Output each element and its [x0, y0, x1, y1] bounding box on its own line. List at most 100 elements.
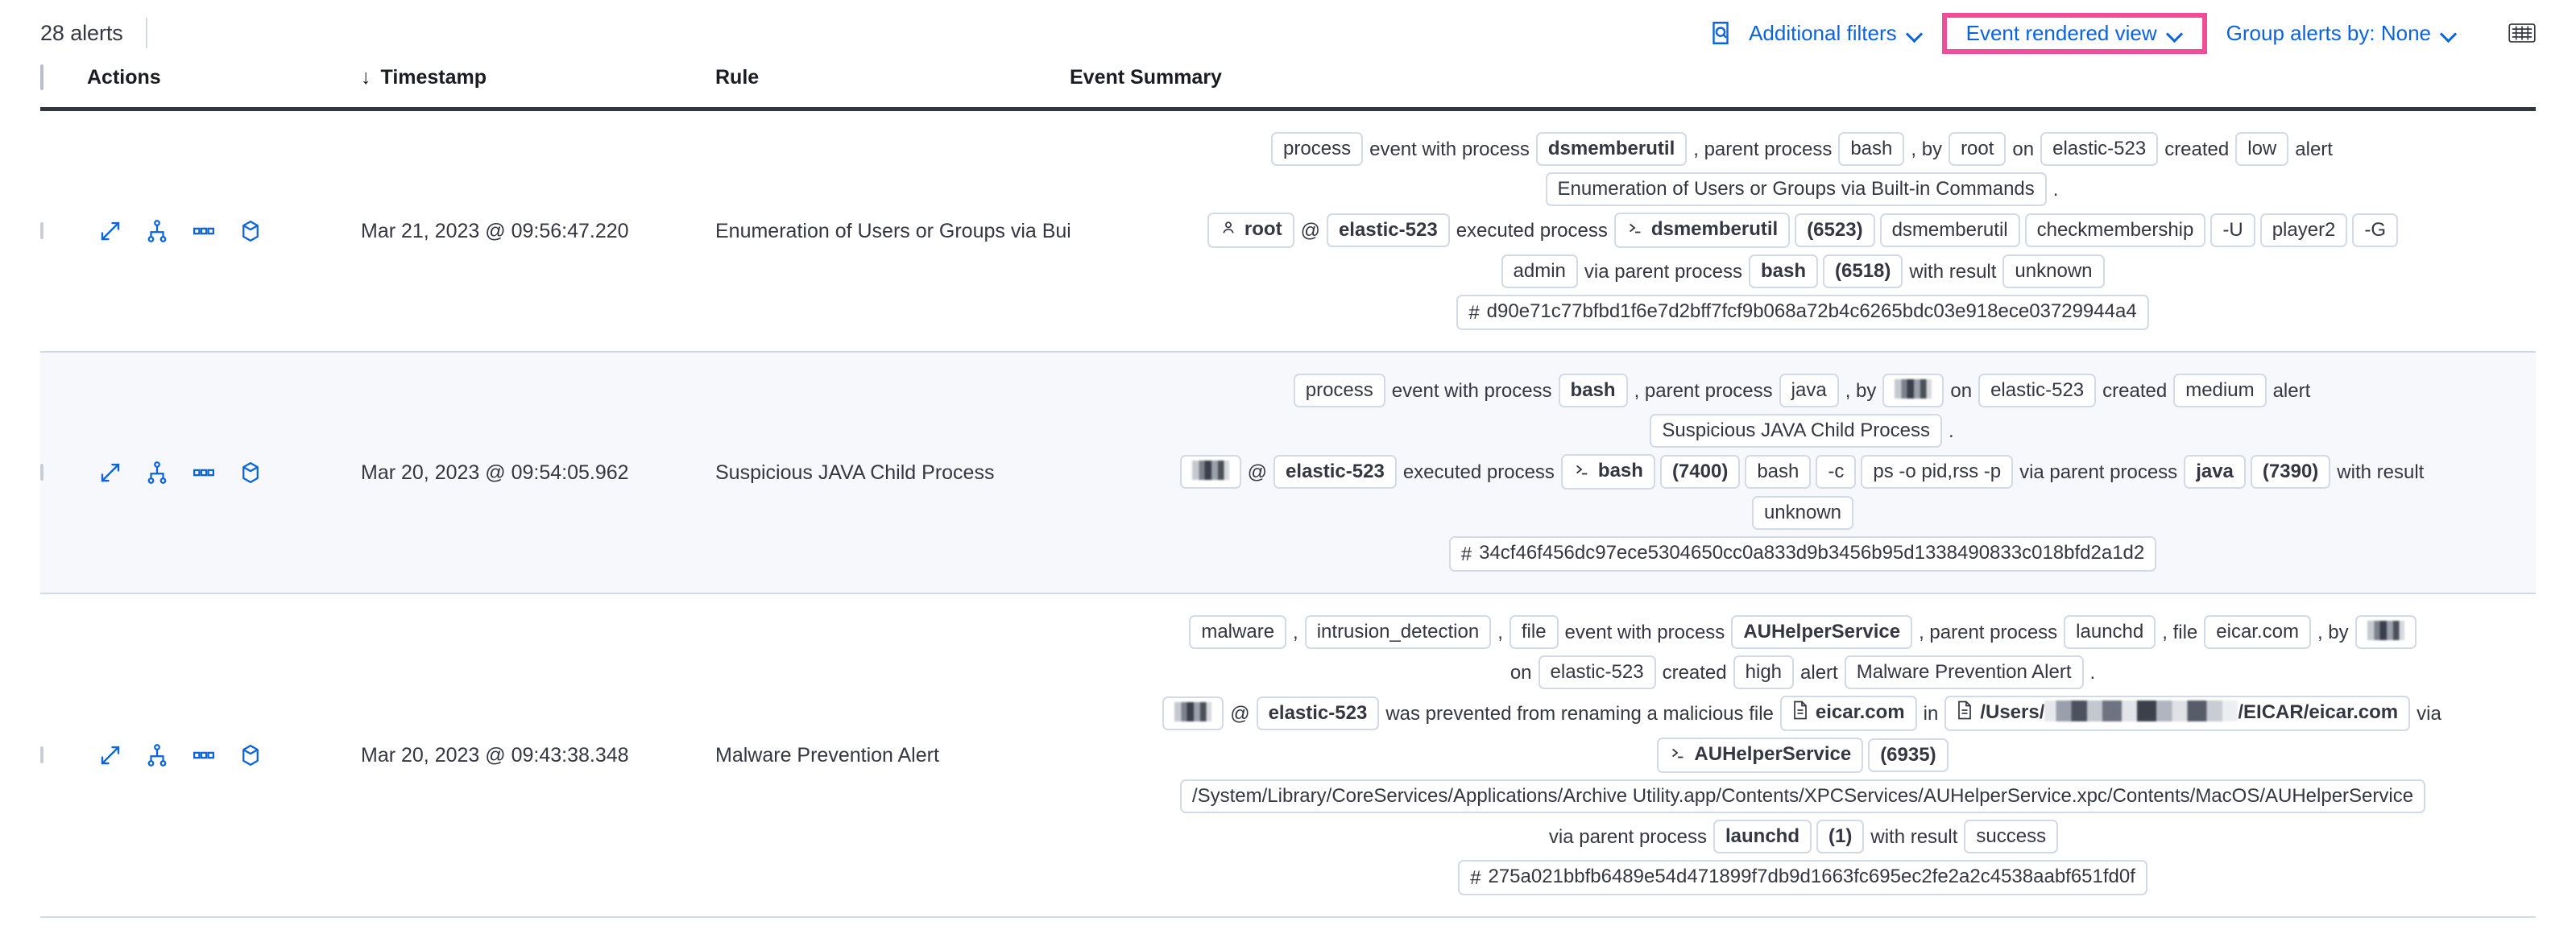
summary-chip[interactable]: -G	[2352, 213, 2399, 247]
summary-chip[interactable]: bash	[1745, 455, 1812, 489]
summary-chip[interactable]: elastic-523	[1274, 455, 1397, 489]
more-actions-icon[interactable]	[180, 219, 227, 243]
summary-chip[interactable]: bash	[1558, 374, 1628, 407]
summary-chip[interactable]: (7400)	[1659, 455, 1741, 489]
summary-chip[interactable]: #34cf46f456dc97ece5304650cc0a833d9b3456b…	[1448, 536, 2157, 572]
summary-chip[interactable]: low	[2235, 132, 2289, 166]
summary-chip[interactable]: elastic-523	[1256, 696, 1380, 730]
summary-chip[interactable]: eicar.com	[2204, 615, 2311, 649]
summary-chip[interactable]	[1162, 696, 1224, 730]
summary-chip[interactable]: launchd	[2064, 615, 2156, 649]
summary-chip[interactable]: elastic-523	[1326, 213, 1450, 247]
more-actions-icon[interactable]	[180, 461, 227, 485]
timestamp-value: Mar 20, 2023 @ 09:43:38.348	[361, 743, 629, 767]
summary-chip[interactable]: java	[1779, 374, 1839, 407]
expand-icon[interactable]	[87, 461, 134, 485]
summary-chip[interactable]: AUHelperService	[1657, 738, 1864, 773]
summary-text: , parent process	[1693, 138, 1833, 160]
rule-name[interactable]: Malware Prevention Alert	[715, 743, 939, 767]
header-select-all	[40, 64, 87, 110]
inspect-icon[interactable]	[1707, 19, 1734, 47]
analyzer-icon[interactable]	[134, 461, 180, 485]
chip-label: elastic-523	[2052, 138, 2147, 159]
summary-chip[interactable]	[1882, 374, 1944, 407]
event-rendered-view-highlight: Event rendered view	[1941, 12, 2207, 54]
summary-chip[interactable]: (6518)	[1823, 254, 1903, 288]
session-view-icon[interactable]	[227, 219, 274, 243]
summary-chip[interactable]: elastic-523	[1538, 655, 1656, 689]
summary-chip[interactable]: (1)	[1816, 820, 1865, 853]
header-rule[interactable]: Rule	[715, 66, 760, 89]
additional-filters-button[interactable]: Additional filters	[1734, 21, 1937, 46]
summary-chip[interactable]: unknown	[2002, 254, 2105, 288]
summary-chip[interactable]: Suspicious JAVA Child Process	[1650, 414, 1942, 448]
header-event-summary[interactable]: Event Summary	[1070, 66, 1222, 89]
analyzer-icon[interactable]	[134, 743, 180, 767]
summary-chip[interactable]: unknown	[1751, 496, 1854, 530]
summary-chip[interactable]: AUHelperService	[1731, 615, 1913, 649]
keyboard-icon[interactable]	[2508, 23, 2536, 43]
summary-chip[interactable]: bash	[1838, 132, 1905, 166]
summary-chip[interactable]: high	[1733, 655, 1795, 689]
summary-chip[interactable]: elastic-523	[2040, 132, 2159, 166]
row-checkbox[interactable]	[40, 464, 43, 481]
chip-label: elastic-523	[1268, 702, 1368, 724]
summary-chip[interactable]: dsmemberutil	[1879, 213, 2020, 247]
summary-chip[interactable]: java	[2184, 455, 2246, 489]
summary-chip[interactable]: /Users//EICAR/eicar.com	[1944, 696, 2411, 731]
event-rendered-view-button[interactable]: Event rendered view	[1952, 21, 2197, 46]
summary-chip[interactable]: /System/Library/CoreServices/Application…	[1179, 779, 2426, 813]
header-timestamp[interactable]: ↓Timestamp	[361, 66, 715, 110]
analyzer-icon[interactable]	[134, 219, 180, 243]
summary-chip[interactable]	[1179, 455, 1241, 489]
summary-chip[interactable]: bash	[1748, 254, 1818, 288]
select-all-checkbox[interactable]	[40, 64, 43, 90]
more-actions-icon[interactable]	[180, 743, 227, 767]
table-row[interactable]: Mar 20, 2023 @ 09:43:38.348 Malware Preve…	[40, 593, 2536, 917]
summary-chip[interactable]: player2	[2259, 213, 2348, 247]
summary-chip[interactable]: dsmemberutil	[1613, 213, 1791, 248]
summary-text: , parent process	[1634, 379, 1773, 402]
summary-chip[interactable]: eicar.com	[1779, 696, 1917, 731]
summary-chip[interactable]: medium	[2173, 374, 2267, 407]
summary-chip[interactable]: (6935)	[1868, 738, 1949, 772]
summary-chip[interactable]: file	[1509, 615, 1559, 649]
summary-chip[interactable]: malware	[1189, 615, 1287, 649]
summary-chip[interactable]: bash	[1560, 454, 1655, 490]
summary-chip[interactable]: intrusion_detection	[1304, 615, 1492, 649]
summary-chip[interactable]: #d90e71c77bfbd1f6e7d2bff7fcf9b068a72b4c6…	[1456, 295, 2149, 330]
summary-chip[interactable]: -c	[1816, 455, 1857, 489]
expand-icon[interactable]	[87, 219, 134, 243]
summary-chip[interactable]: (6523)	[1795, 213, 1875, 247]
summary-chip[interactable]: root	[1207, 213, 1294, 248]
summary-chip[interactable]: process	[1293, 374, 1385, 407]
summary-chip[interactable]	[2354, 615, 2417, 649]
chip-label: /Users/	[1980, 701, 2045, 723]
group-alerts-by-button[interactable]: Group alerts by: None	[2212, 21, 2471, 46]
expand-icon[interactable]	[87, 743, 134, 767]
summary-chip[interactable]: #275a021bbfb6489e54d471899f7db9d1663fc69…	[1458, 860, 2147, 895]
alerts-toolbar: 28 alerts Additional filters Event rende…	[40, 0, 2536, 66]
rule-name[interactable]: Enumeration of Users or Groups via Bui	[715, 219, 1070, 242]
summary-chip[interactable]: launchd	[1713, 820, 1812, 853]
summary-chip[interactable]: Enumeration of Users or Groups via Built…	[1545, 172, 2047, 206]
summary-chip[interactable]: (7390)	[2250, 455, 2331, 489]
session-view-icon[interactable]	[227, 743, 274, 767]
summary-chip[interactable]: Malware Prevention Alert	[1844, 655, 2084, 689]
summary-chip[interactable]: root	[1949, 132, 2007, 166]
row-checkbox[interactable]	[40, 222, 43, 239]
summary-chip[interactable]: process	[1271, 132, 1364, 166]
row-checkbox[interactable]	[40, 746, 43, 763]
session-view-icon[interactable]	[227, 461, 274, 485]
summary-text: , by	[1911, 138, 1943, 160]
summary-chip[interactable]: checkmembership	[2024, 213, 2206, 247]
summary-chip[interactable]: elastic-523	[1978, 374, 2097, 407]
summary-chip[interactable]: dsmemberutil	[1535, 132, 1688, 166]
summary-chip[interactable]: admin	[1501, 254, 1578, 288]
summary-chip[interactable]: ps -o pid,rss -p	[1861, 455, 2014, 489]
rule-name[interactable]: Suspicious JAVA Child Process	[715, 461, 995, 484]
summary-chip[interactable]: -U	[2210, 213, 2255, 247]
summary-chip[interactable]: success	[1964, 820, 2059, 853]
